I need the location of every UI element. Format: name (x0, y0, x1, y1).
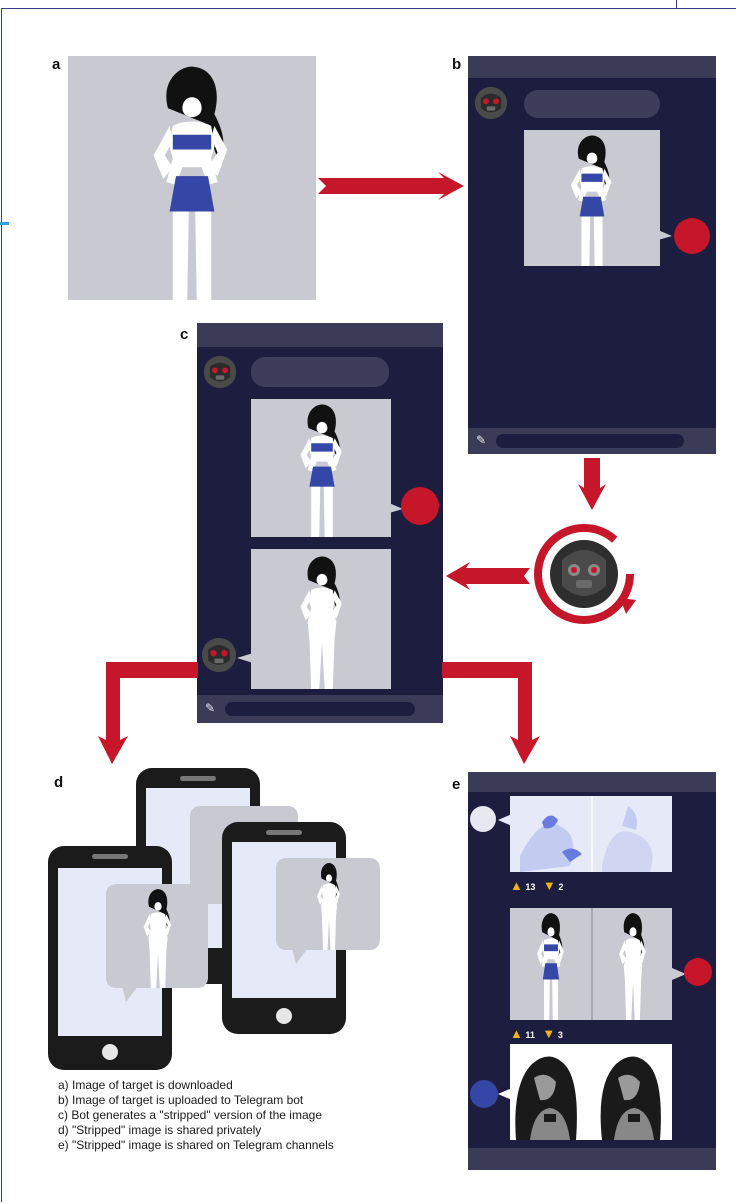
caption-e: e) "Stripped" image is shared on Telegra… (58, 1138, 334, 1152)
channel-user-avatar (684, 958, 712, 986)
panel-label-e: e (452, 776, 460, 793)
channel-user-avatar (470, 1080, 498, 1108)
robot-face-icon (474, 86, 508, 120)
caption-d: d) "Stripped" image is shared privately (58, 1123, 261, 1137)
arrow-a-to-b (318, 172, 468, 202)
arrow-c-to-d (98, 662, 200, 766)
phone-speaker (180, 776, 216, 781)
woman-clothed-figure (277, 403, 367, 537)
thumbs-up-icon[interactable]: ▲ (510, 1026, 523, 1041)
arrow-b-to-bot (578, 458, 608, 514)
paperclip-icon[interactable]: ✎ (476, 433, 486, 447)
bot-message-bubble (251, 357, 389, 387)
caption-b: b) Image of target is uploaded to Telegr… (58, 1093, 303, 1107)
telegram-channel-feed: ▲ 13 ▼ 2 ▲ 11 ▼ 3 (468, 772, 716, 1170)
dislike-count: 3 (558, 1030, 563, 1040)
user-avatar (401, 487, 439, 525)
telegram-bot-chat-upload: ✎ (468, 56, 716, 454)
blurred-figure-pair (510, 796, 672, 872)
channel-post-image (510, 796, 672, 872)
caption-a: a) Image of target is downloaded (58, 1078, 233, 1092)
arrow-bot-to-c (446, 562, 532, 590)
shared-image-bubble (276, 858, 380, 950)
woman-stripped-figure (304, 862, 354, 950)
chat-input-area: ✎ (468, 428, 716, 454)
paperclip-icon[interactable]: ✎ (205, 701, 215, 715)
frame-tick (676, 0, 677, 9)
panel-label-c: c (180, 326, 188, 343)
woman-clothed-figure (548, 134, 636, 266)
thumbs-down-icon[interactable]: ▼ (542, 1026, 555, 1041)
message-input[interactable] (496, 434, 684, 448)
thumbs-up-icon[interactable]: ▲ (510, 878, 523, 893)
chat-header-bar (197, 323, 443, 347)
home-button (276, 1008, 292, 1024)
panel-label-a: a (52, 56, 60, 73)
shared-image-bubble (106, 884, 208, 988)
robot-face-icon (203, 355, 237, 389)
grayscale-figure-pair (510, 1044, 672, 1140)
channel-post-image (510, 908, 672, 1020)
phone-speaker (266, 830, 302, 835)
image-divider (591, 908, 593, 1020)
channel-user-avatar (470, 806, 496, 832)
stripped-photo (251, 549, 391, 689)
bubble-tail (290, 948, 310, 966)
channel-post-image (510, 1044, 672, 1140)
woman-stripped-figure (128, 888, 188, 988)
bot-processing-icon (532, 518, 640, 630)
chat-header-bar (468, 56, 716, 78)
original-photo (251, 399, 391, 537)
woman-clothed-figure (112, 64, 272, 300)
woman-stripped-figure (277, 555, 367, 689)
bubble-tail (237, 649, 253, 663)
bot-message-bubble (524, 90, 660, 118)
thumbs-down-icon[interactable]: ▼ (543, 878, 556, 893)
message-input[interactable] (225, 702, 415, 716)
caption-c: c) Bot generates a "stripped" version of… (58, 1108, 322, 1122)
post-reactions: ▲ 13 ▼ 2 (510, 878, 563, 893)
robot-face-icon (201, 637, 237, 673)
edge-marker (0, 222, 9, 225)
bubble-tail (658, 226, 672, 240)
uploaded-photo (524, 130, 660, 266)
dislike-count: 2 (558, 882, 563, 892)
phone-speaker (92, 854, 128, 859)
telegram-bot-chat-result: ✎ (197, 323, 443, 723)
target-photo (68, 56, 316, 300)
chat-input-area: ✎ (197, 695, 443, 723)
user-avatar (674, 218, 710, 254)
channel-footer-bar (468, 1148, 716, 1170)
like-count: 11 (525, 1030, 535, 1040)
panel-label-d: d (54, 774, 63, 791)
home-button (102, 1044, 118, 1060)
channel-header-bar (468, 772, 716, 792)
woman-stripped-figure (604, 912, 662, 1020)
bubble-tail (120, 986, 140, 1004)
arrow-c-to-e (442, 662, 548, 766)
post-reactions: ▲ 11 ▼ 3 (510, 1026, 563, 1041)
like-count: 13 (525, 882, 535, 892)
panel-label-b: b (452, 56, 461, 73)
woman-clothed-figure (522, 912, 580, 1020)
